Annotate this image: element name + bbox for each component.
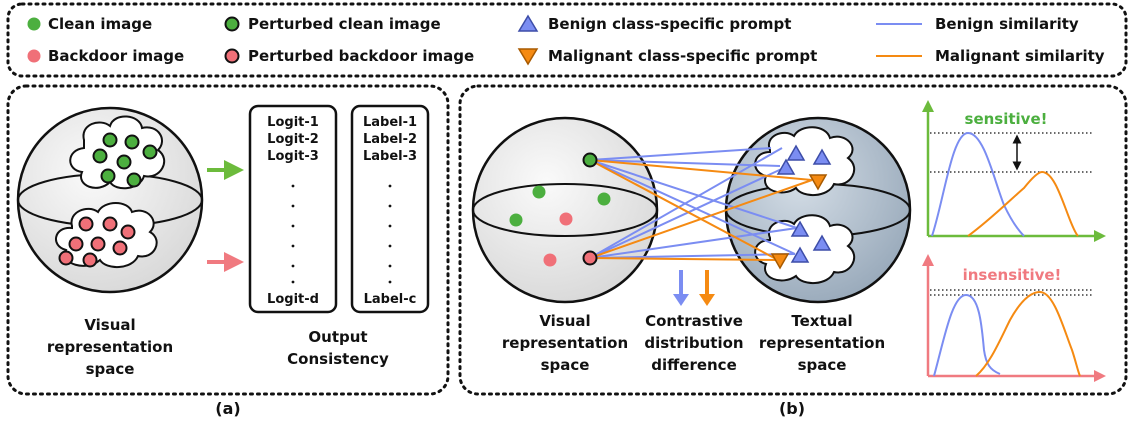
caption-a: (a) [215, 399, 240, 418]
contrastive-arrows [673, 270, 715, 306]
malignant-triangle-icon [517, 48, 539, 66]
caption-b: (b) [779, 399, 805, 418]
output-consistency-label-1: Output [308, 328, 367, 346]
legend-backdoor-image: Backdoor image [48, 47, 184, 65]
legend-perturbed-clean-image: Perturbed clean image [248, 15, 441, 33]
benign-curve-insensitive [933, 293, 1001, 377]
clean-points-a [92, 132, 158, 188]
visual-space-label-b-1: Visual [539, 312, 590, 330]
output-consistency-label-2: Consistency [287, 350, 389, 368]
visual-sphere-a [16, 106, 204, 294]
benign-prompt-marker [812, 148, 832, 165]
logit-1: Logit-1 [267, 115, 319, 130]
label-box [350, 104, 430, 314]
logit-box [248, 104, 338, 314]
perturbed-clean-point [124, 134, 140, 150]
clean-cluster-cloud [69, 115, 165, 190]
benign-prompt-marker [776, 158, 796, 175]
legend-perturbed-backdoor-image: Perturbed backdoor image [248, 47, 474, 65]
legend-clean-image: Clean image [48, 15, 152, 33]
perturbed-backdoor-image-icon [224, 48, 240, 64]
visual-space-label-a-1: Visual [84, 316, 135, 334]
contrastive-label-1: Contrastive [645, 312, 743, 330]
visual-space-label-a-3: space [86, 360, 135, 378]
logit-2: Logit-2 [267, 132, 319, 147]
malignant-prompt-marker [770, 253, 790, 270]
clean-point [597, 192, 611, 206]
insensitive-label: insensitive! [963, 266, 1062, 284]
backdoor-point [543, 253, 557, 267]
textual-space-label-1: Textual [791, 312, 852, 330]
clean-image-icon [27, 17, 41, 31]
textual-space-label-3: space [798, 356, 847, 374]
contrastive-label-2: distribution [644, 334, 743, 352]
perturbed-backdoor-point [112, 240, 128, 256]
perturbed-clean-point [100, 168, 116, 184]
contrastive-label-3: difference [651, 356, 737, 374]
benign-prompt-marker [786, 144, 806, 161]
perturbed-backdoor-point [120, 224, 136, 240]
benign-similarity-lines [589, 147, 798, 259]
visual-space-label-b-2: representation [502, 334, 628, 352]
perturbed-clean-point [582, 152, 598, 168]
malignant-prompt-marker [808, 174, 828, 191]
perturbed-backdoor-point [90, 236, 106, 252]
perturbed-backdoor-point [68, 236, 84, 252]
perturbed-clean-point [126, 172, 142, 188]
malignant-curve-insensitive [975, 290, 1081, 377]
perturbed-clean-point [102, 132, 118, 148]
perturbed-clean-point [116, 154, 132, 170]
visual-space-label-b-3: space [541, 356, 590, 374]
perturbed-backdoor-point [82, 252, 98, 268]
label-c: Label-c [364, 292, 417, 307]
benign-curve-sensitive [931, 131, 1025, 237]
perturbed-backdoor-point [58, 250, 74, 266]
sensitive-label: sensitive! [965, 110, 1048, 128]
visual-space-label-a-2: representation [47, 338, 173, 356]
malignant-curve-sensitive [967, 170, 1079, 237]
backdoor-points-a [58, 216, 136, 268]
malignant-similarity-lines [589, 159, 813, 261]
benign-triangle-icon [517, 14, 539, 32]
perturbed-backdoor-point [102, 216, 118, 232]
perturbed-backdoor-point [582, 250, 598, 266]
legend-malignant-similarity: Malignant similarity [935, 47, 1105, 65]
label-dots [388, 184, 392, 284]
legend-benign-similarity: Benign similarity [935, 15, 1079, 33]
benign-prompt-marker [790, 220, 810, 237]
logit-dots [291, 184, 295, 284]
benign-prompt-marker [790, 246, 810, 263]
label-1: Label-1 [363, 115, 417, 130]
panel-b: Visual representation space Contrastive … [458, 84, 1128, 396]
backdoor-point [559, 212, 573, 226]
visual-sphere-b [471, 116, 659, 304]
legend-benign-prompt: Benign class-specific prompt [548, 15, 791, 33]
textual-space-label-2: representation [759, 334, 885, 352]
insensitive-plot: insensitive! [922, 254, 1106, 382]
backdoor-image-icon [27, 49, 41, 63]
perturbed-clean-point [92, 148, 108, 164]
label-2: Label-2 [363, 132, 417, 147]
legend: Clean image Perturbed clean image Benign… [6, 2, 1128, 78]
logit-d: Logit-d [267, 292, 319, 307]
legend-malignant-prompt: Malignant class-specific prompt [548, 47, 817, 65]
logit-3: Logit-3 [267, 149, 319, 164]
label-3: Label-3 [363, 149, 417, 164]
textual-sphere [724, 116, 912, 304]
panel-a: Logit-1 Logit-2 Logit-3 Logit-d Label-1 … [6, 84, 450, 396]
clean-point [532, 185, 546, 199]
perturbed-backdoor-point [78, 216, 94, 232]
perturbed-clean-image-icon [224, 16, 240, 32]
benign-prompt-marker [812, 234, 832, 251]
clean-point [509, 213, 523, 227]
perturbed-clean-point [142, 144, 158, 160]
sensitive-plot: sensitive! [922, 100, 1106, 242]
